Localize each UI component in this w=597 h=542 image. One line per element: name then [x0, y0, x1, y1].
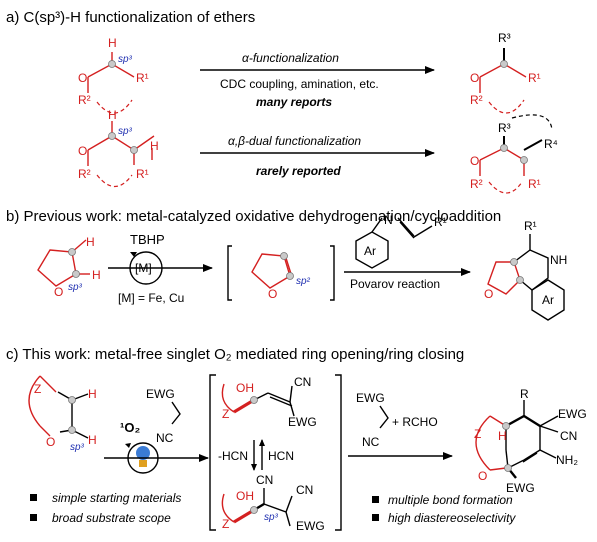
c-z: Z	[34, 382, 41, 396]
c2-rcho: + RCHO	[392, 415, 438, 429]
thf-reactant: H H O sp³	[37, 235, 101, 299]
a2-line1: α,β-dual functionalization	[228, 134, 361, 148]
a2p-o: O	[470, 154, 479, 168]
c2-nc: NC	[362, 435, 380, 449]
a1p-r3: R³	[498, 31, 511, 45]
a2p-r4: R⁴	[544, 137, 558, 151]
bullet-square-icon	[372, 496, 379, 503]
c-h1: H	[88, 387, 97, 401]
a2-r1: R¹	[136, 167, 149, 181]
b-reaction: Povarov reaction	[350, 277, 440, 291]
a2-line2: rarely reported	[256, 164, 341, 178]
bullet-square-icon	[30, 494, 37, 501]
c-prod-z: Z	[474, 427, 481, 441]
c-bot-z: Z	[222, 517, 229, 531]
c-bot-cn1: CN	[256, 473, 273, 487]
c-h2: H	[88, 433, 97, 447]
dihydrofuran-intermediate: O sp²	[227, 245, 335, 301]
bullet-square-icon	[372, 514, 379, 521]
intermediates-bracket: OH Z CN EWG -HCN HCN OH Z CN CN EWG sp³	[209, 374, 342, 533]
a2-h2: H	[150, 139, 159, 153]
ether-product-a2: R³ R⁴ O R¹ R²	[470, 114, 558, 194]
b-prod-ar: Ar	[542, 293, 554, 307]
a2p-r2: R²	[470, 177, 483, 191]
c-top-ewg: EWG	[288, 415, 317, 429]
a2p-r1: R¹	[528, 177, 541, 191]
b-sp2: sp²	[296, 276, 311, 287]
c-bot-ewg: EWG	[296, 519, 325, 533]
c-top-oh: OH	[236, 381, 254, 395]
c-nc: NC	[156, 431, 174, 445]
b-sp3: sp³	[68, 282, 83, 293]
a1-r2: R²	[78, 93, 91, 107]
c-o: O	[46, 435, 55, 449]
c-prod-ewg2: EWG	[506, 481, 535, 495]
bullet-square-icon	[30, 514, 37, 521]
bullet-left-1: simple starting materials	[52, 491, 181, 505]
b-r1: R¹	[434, 215, 447, 229]
section-c-label: c) This work: metal-free singlet O₂ medi…	[6, 346, 464, 363]
b-n: N	[384, 213, 393, 227]
a1p-r2: R²	[470, 93, 483, 107]
ether-reactant-c: Z H H O sp³	[28, 375, 97, 453]
a2-r2: R²	[78, 167, 91, 181]
ether-reactant-a2: H H sp³ O R¹ R²	[78, 108, 159, 188]
cyanoacetate-reagent-c1: EWG NC	[146, 387, 181, 445]
c-bot-cn2: CN	[296, 483, 313, 497]
c-prod-cn: CN	[560, 429, 577, 443]
bullets-right: multiple bond formation high diastereose…	[372, 493, 516, 525]
a1-line1: α-functionalization	[242, 51, 339, 65]
c-prod-h: H	[498, 429, 507, 443]
c-top-z: Z	[222, 407, 229, 421]
c-ewg: EWG	[146, 387, 175, 401]
b-int-o: O	[268, 287, 277, 301]
a2-h1: H	[108, 108, 117, 122]
ether-product-a1: R³ O R¹ R²	[470, 31, 541, 114]
imine-reagent: Ar N R¹	[355, 213, 447, 269]
a1-r1: R¹	[136, 71, 149, 85]
b-h2: H	[92, 268, 101, 282]
c-prod-o: O	[478, 469, 487, 483]
a1p-r1: R¹	[528, 71, 541, 85]
b-o: O	[54, 285, 63, 299]
c-singlet-o2: ¹O₂	[120, 420, 140, 435]
a1-line2: CDC coupling, amination, etc.	[220, 77, 379, 91]
b-metals: [M] = Fe, Cu	[118, 291, 184, 305]
b-prod-o: O	[484, 287, 493, 301]
a2p-r3: R³	[498, 121, 511, 135]
povarov-product: Ar R¹ NH O	[484, 219, 567, 321]
c-plus-hcn: HCN	[268, 449, 294, 463]
c-prod-nh2: NH₂	[556, 453, 578, 467]
cyanoacetate-reagent-c2: EWG NC + RCHO	[356, 391, 438, 449]
a2-o: O	[78, 144, 87, 158]
section-b-label: b) Previous work: metal-catalyzed oxidat…	[6, 208, 501, 225]
bullet-left-2: broad substrate scope	[52, 511, 171, 525]
c-bot-sp3: sp³	[264, 512, 279, 523]
c-sp3: sp³	[70, 442, 85, 453]
b-oxidant: TBHP	[130, 232, 165, 247]
b-prod-r1: R¹	[524, 219, 537, 233]
c-minus-hcn: -HCN	[218, 449, 248, 463]
a1-line3: many reports	[256, 95, 332, 109]
b-h1: H	[86, 235, 95, 249]
b-ar: Ar	[364, 244, 376, 258]
a1-sp3: sp³	[118, 54, 133, 65]
a1-o: O	[78, 71, 87, 85]
c-top-cn: CN	[294, 375, 311, 389]
b-prod-nh: NH	[550, 253, 567, 267]
section-a-label: a) C(sp³)-H functionalization of ethers	[6, 9, 255, 26]
bullet-right-1: multiple bond formation	[388, 493, 513, 507]
c-bot-oh: OH	[236, 489, 254, 503]
pyran-product: Z H R EWG CN O NH₂ EWG	[474, 387, 587, 495]
bullet-right-2: high diastereoselectivity	[388, 511, 516, 525]
a1-h: H	[108, 36, 117, 50]
c-prod-ewg1: EWG	[558, 407, 587, 421]
a1p-o: O	[470, 71, 479, 85]
c-prod-r: R	[520, 387, 529, 401]
c2-ewg: EWG	[356, 391, 385, 405]
a2-sp3: sp³	[118, 126, 133, 137]
ether-reactant-a1: H sp³ O R¹ R²	[78, 36, 149, 114]
bullets-left: simple starting materials broad substrat…	[30, 491, 181, 525]
